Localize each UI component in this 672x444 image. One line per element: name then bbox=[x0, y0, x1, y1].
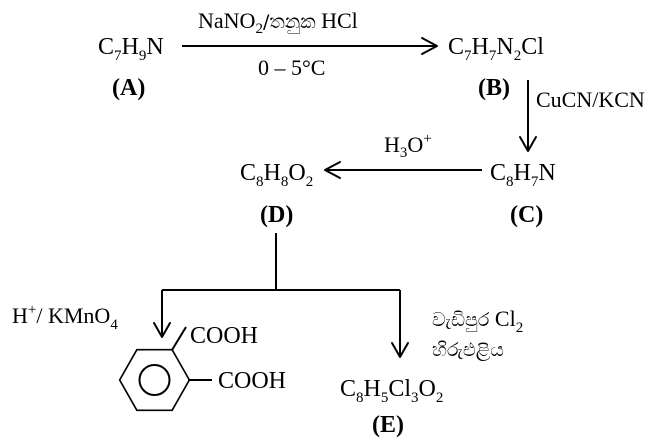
reagent-a-to-b-top: NaNO2/තනුක HCl bbox=[198, 8, 358, 37]
compound-e-label: (E) bbox=[372, 412, 404, 438]
cooh-group-1: COOH bbox=[190, 323, 258, 349]
compound-c-label: (C) bbox=[510, 202, 543, 228]
reagent-b-to-c: CuCN/KCN bbox=[536, 87, 645, 112]
arrow-b-to-c bbox=[519, 80, 537, 152]
cooh-group-2: COOH bbox=[218, 368, 286, 394]
reagent-to-product: H+/ KMnO4 bbox=[12, 302, 118, 333]
compound-b-label: (B) bbox=[478, 75, 510, 101]
compound-d-label: (D) bbox=[260, 202, 293, 228]
branch-connector bbox=[153, 233, 409, 358]
compound-a-formula: C7H9N bbox=[98, 34, 164, 64]
arrow-a-to-b bbox=[182, 37, 438, 55]
reagent-to-e-line2: හිරුඑළිය bbox=[432, 339, 504, 361]
arrow-c-to-d bbox=[324, 161, 482, 179]
reagent-a-to-b-bottom: 0 – 5°C bbox=[258, 55, 325, 80]
compound-a-label: (A) bbox=[112, 75, 145, 101]
reagent-c-to-d: H3O+ bbox=[384, 131, 432, 161]
compound-d-formula: C8H8O2 bbox=[240, 160, 313, 190]
bond-to-cooh-1 bbox=[171, 326, 187, 351]
compound-b-formula: C7H7N2Cl bbox=[448, 34, 544, 64]
reagent-to-e-line1: වැඩිපුර Cl2 bbox=[432, 306, 523, 336]
compound-e-formula: C8H5Cl3O2 bbox=[340, 376, 443, 406]
compound-c-formula: C8H7N bbox=[490, 160, 556, 190]
benzene-ring bbox=[118, 326, 212, 412]
